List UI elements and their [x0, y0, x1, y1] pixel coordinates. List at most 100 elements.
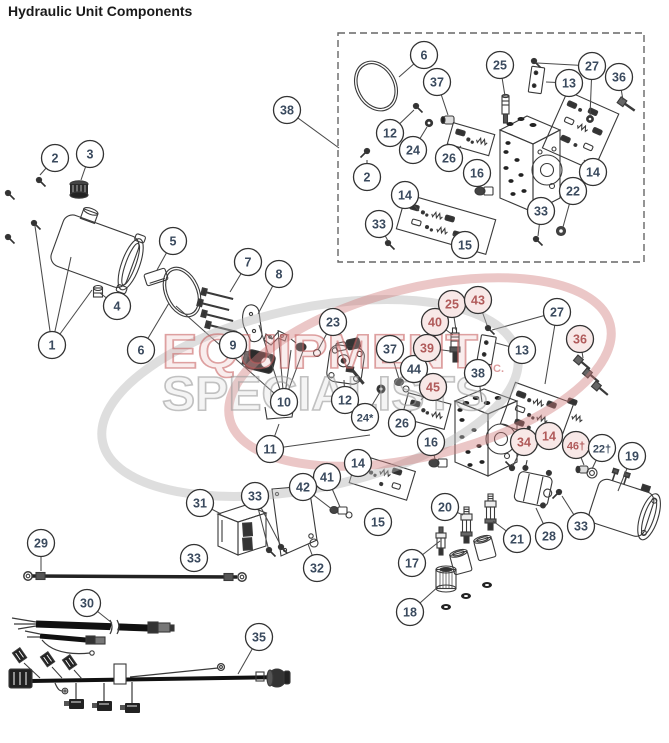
svg-text:10: 10 [277, 395, 291, 409]
svg-text:2: 2 [364, 170, 371, 184]
page-title: Hydraulic Unit Components [8, 3, 193, 19]
callout-34: 34 [509, 427, 539, 457]
svg-text:9: 9 [230, 338, 237, 352]
svg-text:24*: 24* [357, 412, 374, 424]
svg-text:12: 12 [338, 393, 352, 407]
svg-text:25: 25 [493, 58, 507, 72]
inset-plug [440, 115, 455, 125]
callout-20: 20 [430, 492, 460, 522]
callout-12: 12 [330, 385, 360, 415]
svg-text:42: 42 [296, 480, 310, 494]
callout-25: 25 [485, 50, 515, 80]
callout-15: 15 [363, 507, 393, 537]
control-module-drawing [216, 504, 268, 556]
callout-13: 13 [507, 335, 537, 365]
coupler-drawing [241, 349, 276, 374]
svg-text:14: 14 [586, 165, 600, 179]
callout-27: 27 [542, 297, 572, 327]
callout-16: 16 [416, 427, 446, 457]
callout-27: 27 [577, 51, 607, 81]
svg-text:20: 20 [438, 500, 452, 514]
svg-text:13: 13 [562, 76, 576, 90]
svg-text:11: 11 [263, 442, 276, 456]
svg-text:3: 3 [87, 147, 94, 161]
svg-text:33: 33 [372, 217, 386, 231]
callout-43: 43 [463, 285, 493, 315]
callout-11: 11 [255, 434, 285, 464]
svg-text:37: 37 [430, 75, 444, 89]
callout-29: 29 [26, 528, 56, 558]
svg-text:21: 21 [510, 532, 524, 546]
power-cable-drawing [11, 617, 175, 656]
svg-text:26: 26 [442, 151, 456, 165]
svg-text:33: 33 [534, 204, 548, 218]
callout-26: 26 [387, 408, 417, 438]
callout-8: 8 [264, 259, 294, 289]
magnet-plate-drawing [143, 267, 169, 287]
callout-36: 36 [565, 324, 595, 354]
svg-text:37: 37 [383, 342, 397, 356]
callout-12: 12 [375, 118, 405, 148]
leader-line-1 [51, 256, 72, 346]
svg-text:14: 14 [351, 456, 365, 470]
svg-text:6: 6 [421, 48, 428, 62]
svg-text:15: 15 [458, 238, 472, 252]
cartridge-valves-drawing [435, 493, 497, 556]
filter-drawing [435, 534, 497, 610]
callout-38: 38 [272, 95, 302, 125]
inset-parts [353, 57, 636, 256]
callout-1: 1 [37, 330, 67, 360]
callout-13: 13 [554, 68, 584, 98]
solenoid-drawing [513, 460, 553, 509]
callout-24*: 24* [350, 402, 380, 432]
callout-41: 41 [312, 462, 342, 492]
callout-26: 26 [434, 143, 464, 173]
pump-drawing [326, 344, 365, 385]
svg-text:43: 43 [471, 293, 485, 307]
elbow-fitting-drawing [329, 505, 353, 519]
callout-33: 33 [179, 543, 209, 573]
callout-38: 38 [463, 358, 493, 388]
callout-15: 15 [450, 230, 480, 260]
svg-text:13: 13 [515, 343, 529, 357]
svg-text:36: 36 [612, 70, 626, 84]
inset-dashed-border [337, 32, 645, 263]
callout-17: 17 [397, 548, 427, 578]
callout-14: 14 [390, 180, 420, 210]
svg-text:46†: 46† [567, 440, 585, 452]
callout-28: 28 [534, 521, 564, 551]
callout-40: 40 [420, 307, 450, 337]
small-fittings-drawing [428, 458, 598, 479]
callout-19: 19 [617, 441, 647, 471]
svg-text:4: 4 [114, 299, 121, 313]
svg-text:19: 19 [625, 449, 639, 463]
tank-fitting-drawing [92, 284, 104, 298]
svg-text:25: 25 [445, 297, 459, 311]
callout-7: 7 [233, 247, 263, 277]
svg-text:5: 5 [170, 234, 177, 248]
callout-44: 44 [399, 354, 429, 384]
watermark-red-swoosh [224, 273, 616, 471]
inset-manifold-block [498, 115, 563, 213]
svg-text:33: 33 [187, 551, 201, 565]
svg-text:1: 1 [49, 338, 56, 352]
callout-39: 39 [412, 333, 442, 363]
callout-24: 24 [398, 135, 428, 165]
svg-text:45: 45 [426, 380, 440, 394]
callout-6: 6 [409, 40, 439, 70]
callout-14: 14 [578, 157, 608, 187]
svg-text:29: 29 [34, 536, 48, 550]
svg-text:18: 18 [403, 605, 417, 619]
callout-3: 3 [75, 139, 105, 169]
callout-22: 22 [558, 176, 588, 206]
motor-drawing [588, 467, 661, 541]
callout-33: 33 [526, 196, 556, 226]
callout-37: 37 [422, 67, 452, 97]
pump-bracket-drawing [242, 304, 288, 346]
motor-bolts-drawing [196, 287, 238, 333]
svg-text:16: 16 [424, 435, 438, 449]
svg-text:31: 31 [193, 496, 207, 510]
callout-42: 42 [288, 472, 318, 502]
